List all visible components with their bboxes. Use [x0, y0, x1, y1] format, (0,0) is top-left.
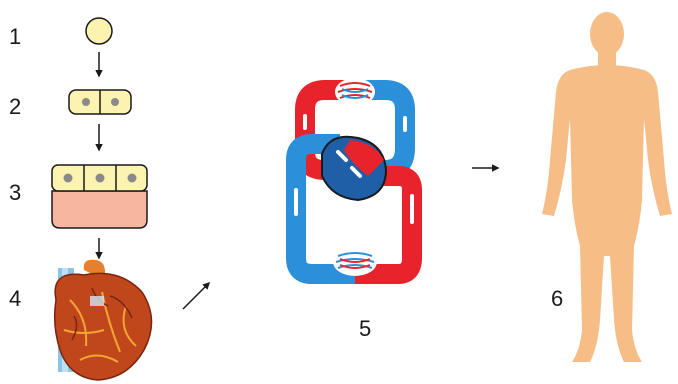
label-6: 6: [551, 286, 564, 311]
two-cells-icon: [68, 89, 132, 115]
label-3: 3: [9, 180, 22, 205]
circulatory-system-icon: [286, 78, 422, 284]
human-silhouette-icon: [542, 12, 672, 362]
single-cell-icon: [85, 17, 113, 45]
label-1: 1: [9, 24, 22, 49]
heart-organ-icon: [53, 259, 153, 381]
label-4: 4: [9, 286, 22, 311]
tissue-icon: [51, 164, 148, 229]
label-2: 2: [9, 94, 22, 119]
label-5: 5: [359, 316, 372, 341]
arrow-4-to-5: [182, 281, 211, 310]
